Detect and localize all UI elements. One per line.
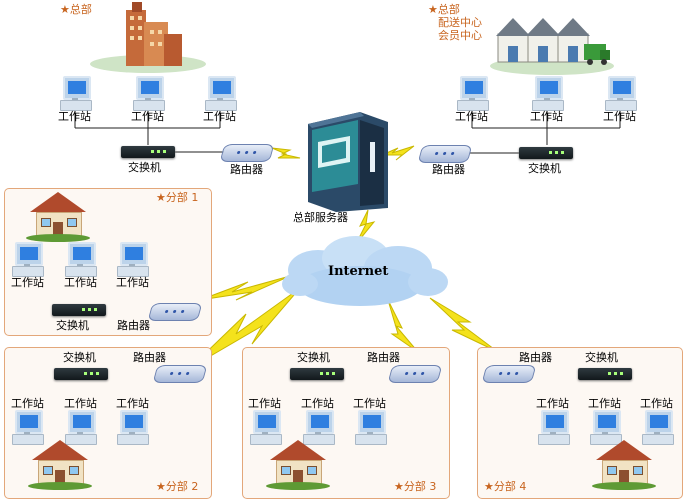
workstation-label: 工作站 [116,276,149,289]
router-label: 路由器 [519,351,552,364]
workstation-label: 工作站 [248,397,281,410]
workstation-icon [590,410,622,446]
router-icon [147,303,203,321]
house-icon [28,440,92,490]
router-label: 路由器 [133,351,166,364]
workstation-label: 工作站 [588,397,621,410]
router-icon [387,365,443,383]
switch-label: 交换机 [297,351,330,364]
workstation-icon [457,76,489,112]
branch-3-title: ★分部 3 [394,480,437,493]
workstation-label: 工作站 [203,110,236,123]
workstation-icon [117,410,149,446]
branch-4-title: ★分部 4 [484,480,527,493]
router-label: 路由器 [432,163,465,176]
building-icon [90,2,206,73]
hq-right-title: ★总部 [428,3,460,16]
workstation-label: 工作站 [131,110,164,123]
workstation-label: 工作站 [640,397,673,410]
workstation-icon [303,410,335,446]
workstation-label: 工作站 [11,397,44,410]
workstation-label: 工作站 [58,110,91,123]
switch-label: 交换机 [585,351,618,364]
workstation-icon [65,410,97,446]
workstation-icon [12,242,44,278]
router-label: 路由器 [230,163,263,176]
workstation-icon [538,410,570,446]
switch-icon [290,368,344,380]
workstation-icon [250,410,282,446]
workstation-label: 工作站 [11,276,44,289]
workstation-icon [60,76,92,112]
switch-icon [54,368,108,380]
workstation-icon [605,76,637,112]
workstation-icon [532,76,564,112]
router-icon [219,144,275,162]
house-icon [26,192,90,242]
hq-left-title: ★总部 [60,3,92,16]
switch-label: 交换机 [63,351,96,364]
workstation-icon [205,76,237,112]
switch-icon [121,146,175,158]
router-label: 路由器 [117,319,150,332]
workstation-label: 工作站 [301,397,334,410]
hq-right-subtitle: 会员中心 [438,29,482,42]
internet-label: Internet [328,264,389,279]
router-icon [152,365,208,383]
house-icon [592,440,656,490]
workstation-label: 工作站 [64,276,97,289]
warehouse-icon [490,18,614,75]
branch-1-title: ★分部 1 [156,191,199,204]
workstation-label: 工作站 [353,397,386,410]
workstation-icon [355,410,387,446]
workstation-label: 工作站 [536,397,569,410]
router-label: 路由器 [367,351,400,364]
switch-icon [578,368,632,380]
cloud-icon [282,236,448,306]
workstation-label: 工作站 [116,397,149,410]
house-icon [266,440,330,490]
switch-icon [52,304,106,316]
hq-right-subtitle: 配送中心 [438,16,482,29]
workstation-label: 工作站 [603,110,636,123]
workstation-label: 工作站 [455,110,488,123]
workstation-icon [12,410,44,446]
switch-icon [519,147,573,159]
branch-2-title: ★分部 2 [156,480,199,493]
workstation-icon [642,410,674,446]
workstation-icon [117,242,149,278]
switch-label: 交换机 [128,161,161,174]
server-label: 总部服务器 [293,211,348,224]
workstation-icon [133,76,165,112]
router-icon [481,365,537,383]
server-icon [308,112,388,212]
workstation-label: 工作站 [530,110,563,123]
switch-label: 交换机 [528,162,561,175]
workstation-icon [65,242,97,278]
router-icon [417,145,473,163]
switch-label: 交换机 [56,319,89,332]
workstation-label: 工作站 [64,397,97,410]
